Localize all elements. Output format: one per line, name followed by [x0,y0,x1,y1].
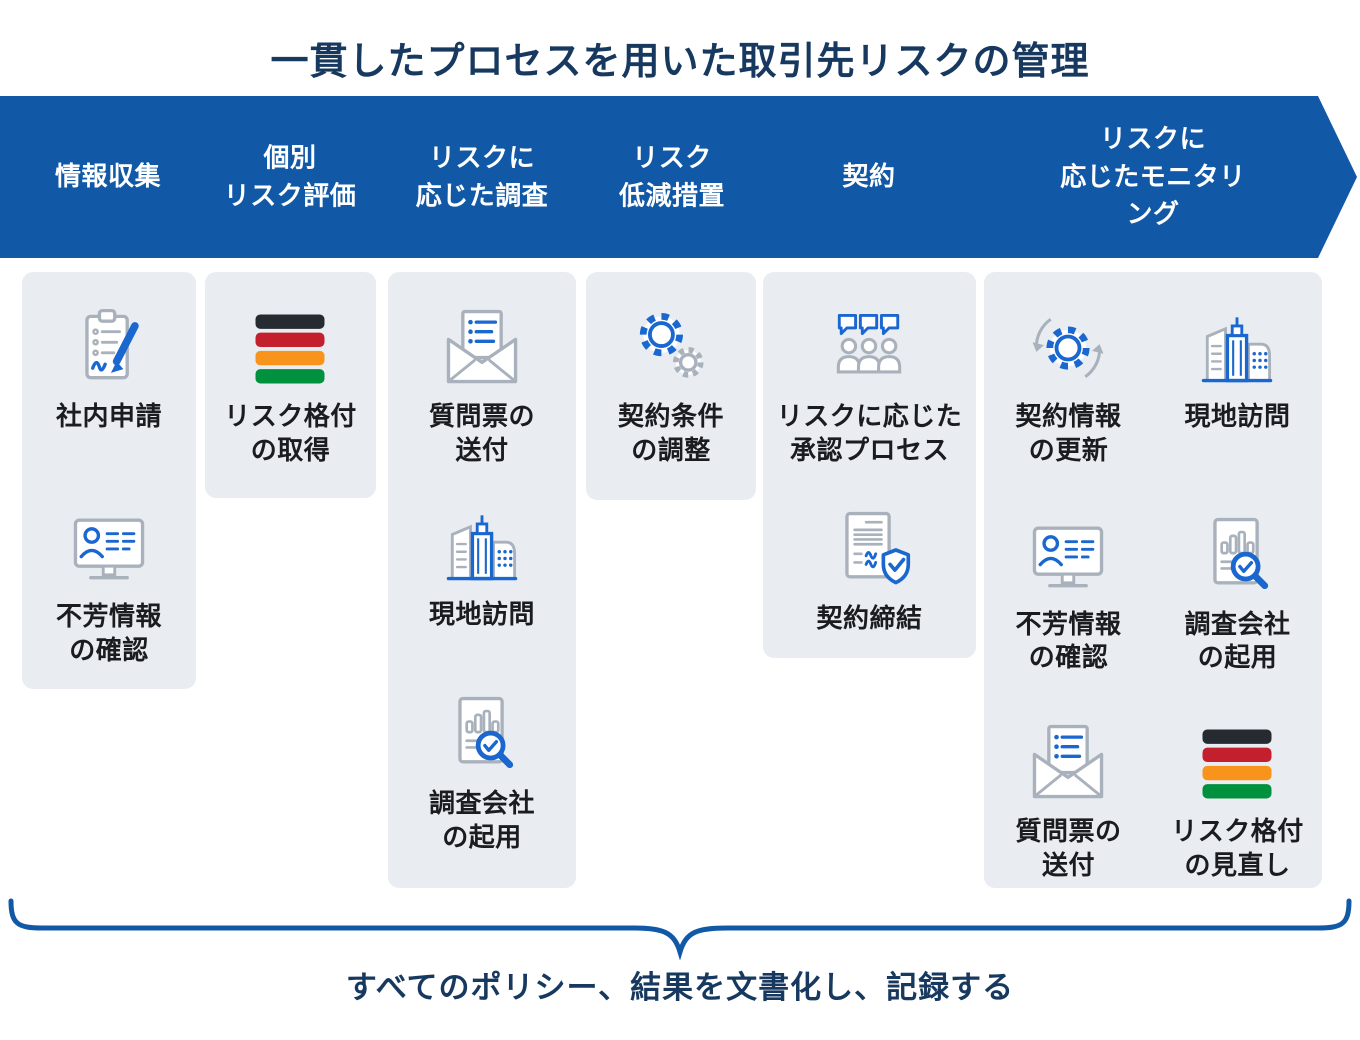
item-label: 不芳情報 の確認 [1015,608,1122,673]
process-item: 現地訪問 [1184,302,1290,434]
item-label: 契約情報 の更新 [1015,401,1122,465]
questionnaire-envelope-icon [1022,717,1114,809]
stage-card-risk-based-monitoring: 契約情報 の更新 現地訪問 不芳情報 の確認 調査会社 の起用 質問票の 送付 … [984,272,1322,888]
stage-label-risk-based-investigation: リスクに 応じた調査 [415,142,549,210]
process-item: 不芳情報 の確認 [56,502,162,668]
stage-card-individual-risk-assessment: リスク格付 の取得 [205,272,376,498]
stage-label-individual-risk-assessment: 個別 リスク評価 [223,142,357,210]
gears-icon [625,302,717,394]
item-label: 調査会社 の起用 [428,788,535,853]
process-arrow-banner: 情報収集 個別 リスク評価 リスクに 応じた調査 リスク 低減措置 契約 リスク… [0,96,1357,258]
item-label: 現地訪問 [1184,401,1291,431]
monitor-person-icon [1022,510,1114,602]
item-label: リスク格付 の見直し [1171,816,1304,881]
item-label: リスク格付 の取得 [224,401,357,465]
process-item: 契約情報 の更新 [1015,302,1121,468]
stage-card-risk-mitigation: 契約条件 の調整 [586,272,756,500]
process-item: リスク格付 の見直し [1171,717,1304,883]
questionnaire-envelope-icon [436,302,528,394]
process-item: 不芳情報 の確認 [1015,510,1121,676]
building-icon [436,500,528,592]
stage-label-risk-based-monitoring: リスクに 応じたモニタリング [1060,123,1246,229]
item-label: 社内申請 [55,401,162,431]
stage-card-contract: リスクに応じた 承認プロセス 契約締結 [763,272,976,658]
item-label: 質問票の 送付 [428,401,535,465]
monitor-person-icon [63,502,155,594]
process-item: リスクに応じた 承認プロセス [777,302,963,468]
process-item: 調査会社 の起用 [429,689,535,855]
item-label: 契約条件 の調整 [617,401,724,465]
stage-label-contract: 契約 [842,161,896,192]
people-approval-icon [823,302,915,394]
gear-sync-icon [1022,302,1114,394]
item-label: リスクに応じた 承認プロセス [776,401,963,465]
item-label: 不芳情報 の確認 [55,600,162,665]
process-item: 契約条件 の調整 [618,302,724,468]
stage-card-information-gathering: 社内申請 不芳情報 の確認 [22,272,196,689]
process-item: リスク格付 の取得 [224,302,357,468]
stage-label-risk-mitigation: リスク 低減措置 [618,142,726,210]
process-item: 質問票の 送付 [1015,717,1121,883]
report-magnifier-icon [1191,510,1283,602]
clipboard-pen-icon [63,302,155,394]
building-icon [1191,302,1283,394]
risk-rating-bars-icon [1191,717,1283,809]
item-label: 質問票の 送付 [1015,816,1122,881]
stage-label-information-gathering: 情報収集 [54,161,162,192]
process-item: 現地訪問 [429,500,535,632]
process-item: 質問票の 送付 [429,302,535,468]
footer-note: すべてのポリシー、結果を文書化し、記録する [345,970,1015,1005]
process-item: 社内申請 [56,302,162,434]
curly-brace [8,898,1352,960]
risk-rating-bars-icon [244,302,336,394]
stage-card-risk-based-investigation: 質問票の 送付 現地訪問 調査会社 の起用 [388,272,576,888]
process-item: 調査会社 の起用 [1184,510,1290,676]
contract-shield-icon [823,504,915,596]
process-item: 契約締結 [816,504,922,636]
item-label: 現地訪問 [428,598,535,629]
report-magnifier-icon [436,689,528,781]
item-label: 契約締結 [816,602,923,633]
item-label: 調査会社 の起用 [1184,608,1291,673]
page-title: 一貫したプロセスを用いた取引先リスクの管理 [270,41,1090,83]
